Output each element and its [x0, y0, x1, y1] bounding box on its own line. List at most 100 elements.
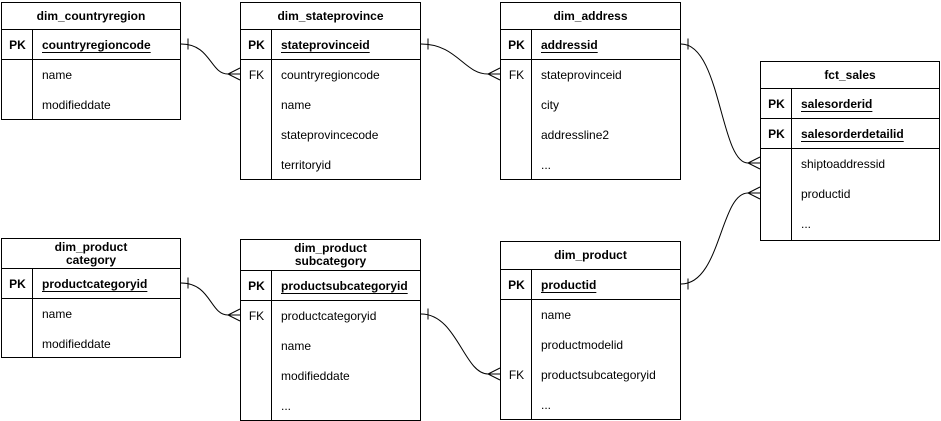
- field-name: modifieddate: [281, 369, 350, 383]
- entity-title: dim_product category: [2, 239, 180, 269]
- field-name: modifieddate: [42, 337, 111, 351]
- field-name: productcategoryid: [42, 276, 148, 291]
- field-name: territoryid: [281, 158, 332, 172]
- field-name: productsubcategoryid: [541, 368, 656, 382]
- field-name: productsubcategoryid: [281, 278, 408, 293]
- field-row-productcategoryid[interactable]: FK productcategoryid: [241, 301, 420, 331]
- field-row-productid[interactable]: productid: [761, 179, 939, 209]
- field-row-productcategoryid[interactable]: PK productcategoryid: [2, 269, 180, 299]
- field-row-modifieddate[interactable]: modifieddate: [2, 329, 180, 357]
- field-name: modifieddate: [42, 98, 111, 112]
- field-name: ...: [541, 398, 552, 412]
- field-name: countryregioncode: [281, 68, 380, 82]
- field-name: name: [281, 339, 312, 353]
- field-row-salesorderdetailid[interactable]: PK salesorderdetailid: [761, 119, 939, 149]
- cardinality-many-crowfoot: [226, 308, 241, 322]
- connector-dim_stateprovince--dim_address[interactable]: [420, 38, 501, 81]
- entity-title: fct_sales: [761, 62, 939, 89]
- pk-badge: PK: [508, 277, 525, 292]
- fk-badge: FK: [248, 309, 265, 323]
- field-name: salesorderid: [801, 96, 873, 111]
- field-name: name: [281, 98, 312, 112]
- cardinality-many-crowfoot: [746, 186, 761, 200]
- entity-title: dim_product: [501, 242, 680, 270]
- field-row-city[interactable]: city: [501, 90, 680, 120]
- cardinality-many-crowfoot: [486, 67, 501, 81]
- cardinality-many-crowfoot: [486, 367, 501, 381]
- field-name: stateprovincecode: [281, 128, 379, 142]
- field-row-name[interactable]: name: [241, 331, 420, 361]
- relationship-line: [680, 43, 749, 164]
- entity-title: dim_countryregion: [2, 3, 180, 30]
- field-row-productmodelid[interactable]: productmodelid: [501, 330, 680, 360]
- field-row-modifieddate[interactable]: modifieddate: [2, 90, 180, 119]
- pk-badge: PK: [9, 276, 26, 291]
- field-row-addressline2[interactable]: addressline2: [501, 120, 680, 150]
- field-name: productcategoryid: [281, 309, 377, 323]
- connector-dim_productcategory--dim_productsubcategory[interactable]: [180, 277, 241, 322]
- relationship-line: [420, 313, 489, 375]
- connector-dim_countryregion--dim_stateprovince[interactable]: [180, 38, 241, 81]
- pk-badge: PK: [768, 126, 785, 141]
- field-name: addressid: [541, 37, 598, 52]
- field-name: ...: [541, 158, 552, 172]
- entity-title: dim_product subcategory: [241, 240, 420, 271]
- field-name: stateprovinceid: [541, 68, 622, 82]
- field-name: productmodelid: [541, 338, 624, 352]
- cardinality-many-crowfoot: [746, 156, 761, 170]
- field-row-productsubcategoryid[interactable]: PK productsubcategoryid: [241, 271, 420, 301]
- relationship-line: [420, 43, 489, 75]
- connector-dim_product--fct_sales[interactable]: [680, 186, 761, 290]
- field-row-productsubcategoryid[interactable]: FK productsubcategoryid: [501, 360, 680, 390]
- field-row-modifieddate[interactable]: modifieddate: [241, 361, 420, 391]
- field-name: salesorderdetailid: [801, 126, 904, 141]
- pk-badge: PK: [9, 37, 26, 52]
- field-row-shiptoaddressid[interactable]: shiptoaddressid: [761, 149, 939, 179]
- field-name: name: [42, 307, 73, 321]
- field-row-name[interactable]: name: [501, 300, 680, 330]
- field-name: ...: [801, 217, 812, 231]
- field-name: productid: [541, 277, 597, 292]
- pk-badge: PK: [248, 278, 265, 293]
- fk-badge: FK: [248, 68, 265, 82]
- field-row-stateprovinceid[interactable]: FK stateprovinceid: [501, 60, 680, 90]
- field-row-[interactable]: ...: [241, 391, 420, 420]
- field-name: city: [541, 98, 559, 112]
- connector-dim_productsubcategory--dim_product[interactable]: [420, 308, 501, 381]
- field-name: shiptoaddressid: [801, 157, 886, 171]
- field-row-name[interactable]: name: [2, 60, 180, 90]
- relationship-line: [180, 43, 229, 75]
- cardinality-many-crowfoot: [226, 67, 241, 81]
- field-name: addressline2: [541, 128, 610, 142]
- entity-title: dim_stateprovince: [241, 3, 420, 30]
- connector-dim_address--fct_sales[interactable]: [680, 38, 761, 170]
- fk-badge: FK: [508, 68, 525, 82]
- field-row-stateprovincecode[interactable]: stateprovincecode: [241, 120, 420, 150]
- field-name: stateprovinceid: [281, 37, 370, 52]
- field-name: ...: [281, 399, 292, 413]
- relationship-line: [180, 282, 229, 316]
- field-row-[interactable]: ...: [761, 209, 939, 239]
- field-name: name: [42, 68, 73, 82]
- field-row-name[interactable]: name: [241, 90, 420, 120]
- fk-badge: FK: [508, 368, 525, 382]
- field-row-[interactable]: ...: [501, 390, 680, 419]
- relationship-line: [680, 192, 749, 285]
- field-row-countryregioncode[interactable]: FK countryregioncode: [241, 60, 420, 90]
- field-row-territoryid[interactable]: territoryid: [241, 150, 420, 179]
- field-row-[interactable]: ...: [501, 150, 680, 179]
- field-row-productid[interactable]: PK productid: [501, 270, 680, 300]
- field-row-name[interactable]: name: [2, 299, 180, 329]
